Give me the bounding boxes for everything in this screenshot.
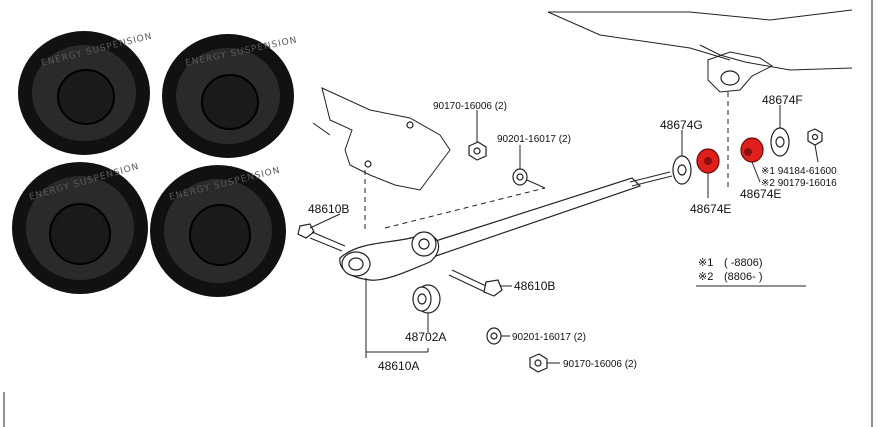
- label-bushing-48674e-right: 48674E: [740, 187, 781, 201]
- bolt-48610b-left: [297, 223, 346, 252]
- label-bushing-48674e-left: 48674E: [690, 202, 731, 216]
- bushing-48674e-left: [696, 148, 720, 174]
- label-nut-bottom: 90170-16006 (2): [563, 359, 637, 370]
- washer-bottom: [486, 327, 502, 345]
- label-nut-note-2: ※2 90179-16016: [761, 178, 837, 189]
- label-retainer-48674f: 48674F: [762, 93, 803, 107]
- retainer-48674g: [672, 155, 692, 185]
- legend-range-1: ( -8806): [724, 257, 763, 269]
- frame-outline: [312, 87, 546, 232]
- photo-bushing-bottom-left: ENERGY SUSPENSION: [12, 162, 148, 294]
- bushing-48674e-right: [740, 137, 764, 163]
- label-nut-note-1: ※1 94184-61600: [761, 166, 837, 177]
- legend-range-2: (8806- ): [724, 271, 763, 283]
- body-outline: [547, 9, 853, 190]
- retainer-48674f: [770, 127, 790, 157]
- bolt-48610b-right: [448, 269, 503, 297]
- label-bushing-48702a: 48702A: [405, 330, 446, 344]
- photo-bushing-top-right: ENERGY SUSPENSION: [162, 34, 298, 158]
- label-washer-top: 90201-16017 (2): [497, 134, 571, 145]
- legend-mark-1: ※1: [698, 257, 713, 269]
- label-bolt-left: 48610B: [308, 202, 349, 216]
- bushing-photo: ENERGY SUSPENSION ENERGY SUSPENSION ENER…: [12, 31, 298, 297]
- bushing-48702a: [412, 284, 441, 332]
- photo-bushing-bottom-right: ENERGY SUSPENSION: [150, 165, 286, 297]
- label-arm: 48610A: [378, 359, 419, 373]
- label-retainer-48674g: 48674G: [660, 118, 703, 132]
- legend-mark-2: ※2: [698, 271, 713, 283]
- nut-bottom: [529, 353, 548, 373]
- leader-lines: [309, 105, 819, 364]
- date-legend: ※1 ( -8806) ※2 (8806- ): [696, 257, 806, 287]
- lower-control-arm: [339, 171, 673, 281]
- label-washer-bottom: 90201-16017 (2): [512, 332, 586, 343]
- nut-94184: [807, 128, 823, 146]
- label-bolt-right: 48610B: [514, 279, 555, 293]
- label-nut-top: 90170-16006 (2): [433, 101, 507, 112]
- nut-top: [468, 141, 487, 161]
- washer-top: [512, 168, 528, 186]
- photo-bushing-top-left: ENERGY SUSPENSION: [18, 31, 154, 155]
